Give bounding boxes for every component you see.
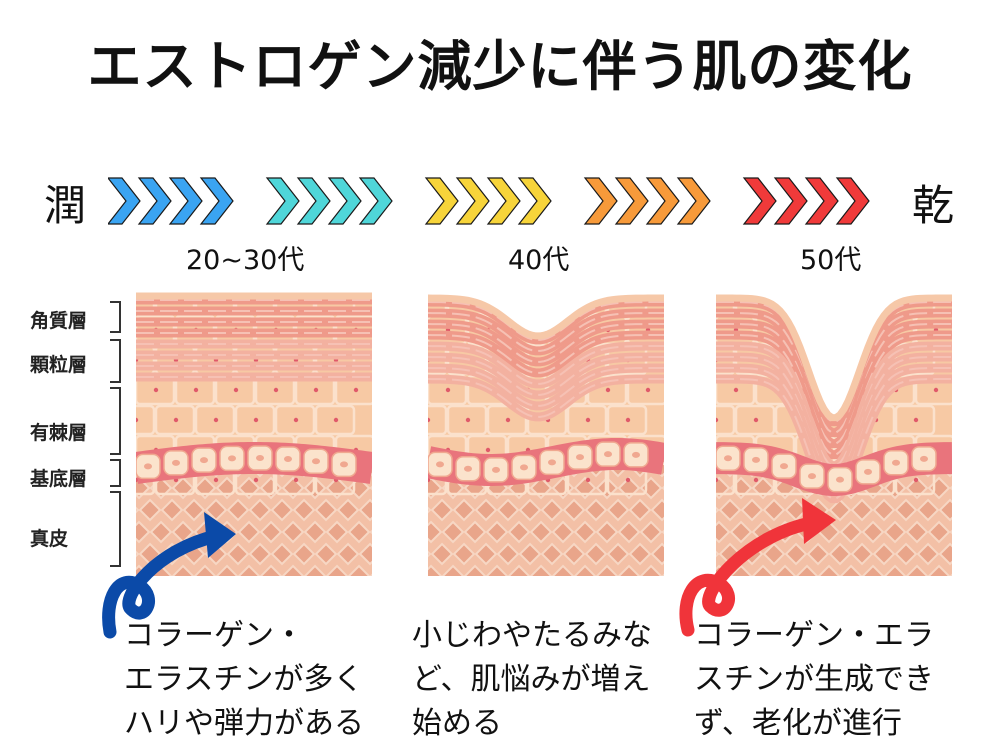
basal-cells [136,442,372,484]
scale-end-label: 乾 [912,181,955,230]
caption-line: スチンが生成でき [694,662,934,697]
chevron-arrow-icon [455,177,490,225]
chevron-arrow-icon [358,177,393,225]
skin-cross-section-40 [428,294,664,576]
chevron-arrow-icon [676,177,711,225]
scale-start-label: 潤 [44,181,87,230]
skin-surface [428,294,664,340]
chevron-arrow-icon [168,177,203,225]
caption-50: コラーゲン・エラ スチンが生成でき ず、老化が進行 [694,614,934,746]
skin-cross-section-50 [716,294,952,576]
chevron-arrow-icon [645,177,680,225]
chevron-arrow-icon [265,177,300,225]
caption-line: ど、肌悩みが増え [412,662,651,697]
layer-label-stratum-corneum: 角質層 [30,310,88,332]
chevron-arrow-icon [296,177,331,225]
chevron-arrow-icon [835,177,870,225]
chevron-arrow-icon [614,177,649,225]
moisture-gradient-arrows [108,177,870,225]
layer-label-stratum-granulosum: 顆粒層 [30,354,88,376]
caption-line: エラスチンが多く [124,662,364,697]
chevron-arrow-icon [804,177,839,225]
caption-40: 小じわやたるみな ど、肌悩みが増え 始める [412,614,652,746]
stratum-corneum-granulosum [428,297,664,422]
layer-brackets [110,301,121,567]
basal-cells [428,438,664,486]
caption-line: 小じわやたるみな [412,618,652,653]
age-label-20-30: 20~30代 [186,245,305,276]
stratum-corneum-granulosum [136,295,372,382]
page-title: エストロゲン減少に伴う肌の変化 [87,35,913,98]
chevron-arrow-icon [742,177,777,225]
caption-line: コラーゲン・ [124,618,304,653]
caption-20-30: コラーゲン・ エラスチンが多く ハリや弾力がある [124,614,364,746]
stratum-corneum-granulosum [716,297,952,504]
layer-label-stratum-basale: 基底層 [30,468,88,490]
layer-label-dermis: 真皮 [30,528,69,550]
chevron-arrow-icon [773,177,808,225]
age-label-50: 50代 [800,245,862,276]
collagen-declining-arrow [679,498,836,637]
caption-line: 始める [412,706,502,741]
chevron-arrow-icon [137,177,172,225]
chevron-arrow-icon [424,177,459,225]
caption-line: コラーゲン・エラ [694,618,934,653]
layer-label-stratum-spinosum: 有棘層 [30,422,88,444]
chevron-arrow-icon [583,177,618,225]
caption-line: ハリや弾力がある [124,706,364,741]
chevron-arrow-icon [327,177,362,225]
age-label-40: 40代 [508,245,570,276]
skin-cross-section-20-30 [136,292,372,576]
caption-line: ず、老化が進行 [694,706,902,741]
collagen-rising-arrow [102,512,236,639]
chevron-arrow-icon [199,177,234,225]
basal-cells [716,442,952,496]
chevron-arrow-icon [486,177,521,225]
chevron-arrow-icon [517,177,552,225]
skin-surface [716,294,952,422]
chevron-arrow-icon [108,177,141,225]
